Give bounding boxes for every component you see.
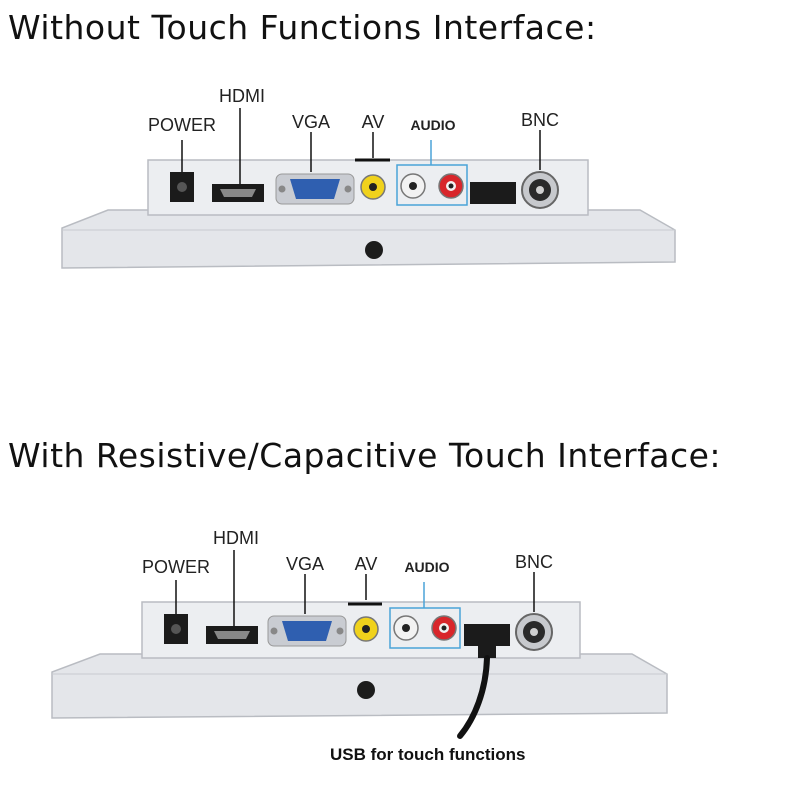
usb-touch-caption: USB for touch functions (330, 745, 526, 764)
label-leader-lines (175, 550, 535, 626)
audio-rca-white-icon (393, 615, 419, 641)
label-audio: AUDIO (410, 117, 456, 133)
bnc-connector-icon (515, 613, 553, 651)
audio-rca-red-icon (431, 615, 457, 641)
monitor-rear-panel-with-touch: POWER HDMI VGA AV AUDIO BNC USB for touc… (0, 400, 800, 800)
label-power: POWER (141, 557, 211, 577)
label-av: AV (354, 554, 378, 574)
label-power: POWER (147, 115, 217, 135)
power-jack-icon (170, 172, 194, 202)
panel-title-without-touch: Without Touch Functions Interface: (8, 8, 597, 47)
label-vga: VGA (291, 112, 331, 132)
label-bnc: BNC (520, 110, 560, 130)
label-leader-lines (181, 108, 541, 184)
mount-hole-icon (357, 681, 375, 699)
label-vga: VGA (285, 554, 325, 574)
hdmi-port-icon (206, 626, 258, 644)
label-av: AV (361, 112, 385, 132)
bnc-connector-icon (521, 171, 559, 209)
label-bnc: BNC (514, 552, 554, 572)
audio-bracket (396, 140, 468, 206)
monitor-rear-panel-without-touch: POWER HDMI VGA AV AUDIO BNC (61, 86, 676, 269)
label-audio: AUDIO (404, 559, 450, 575)
monitor-rear-illustration (51, 550, 668, 739)
vga-port-icon (267, 615, 347, 647)
label-hdmi: HDMI (213, 528, 259, 548)
usb-touch-connector-icon (464, 624, 510, 658)
blank-port-slot-icon (470, 182, 516, 204)
av-rca-yellow-icon (353, 616, 379, 642)
usb-cable (457, 655, 490, 739)
audio-rca-white-icon (400, 173, 426, 199)
mount-hole-icon (365, 241, 383, 259)
hdmi-port-icon (212, 184, 264, 202)
audio-rca-red-icon (438, 173, 464, 199)
label-hdmi: HDMI (219, 86, 265, 106)
panel-title-with-touch: With Resistive/Capacitive Touch Interfac… (8, 436, 722, 475)
power-jack-icon (164, 614, 188, 644)
monitor-rear-illustration (61, 108, 676, 269)
audio-bracket (389, 582, 461, 649)
vga-port-icon (275, 173, 355, 205)
av-rca-yellow-icon (360, 174, 386, 200)
